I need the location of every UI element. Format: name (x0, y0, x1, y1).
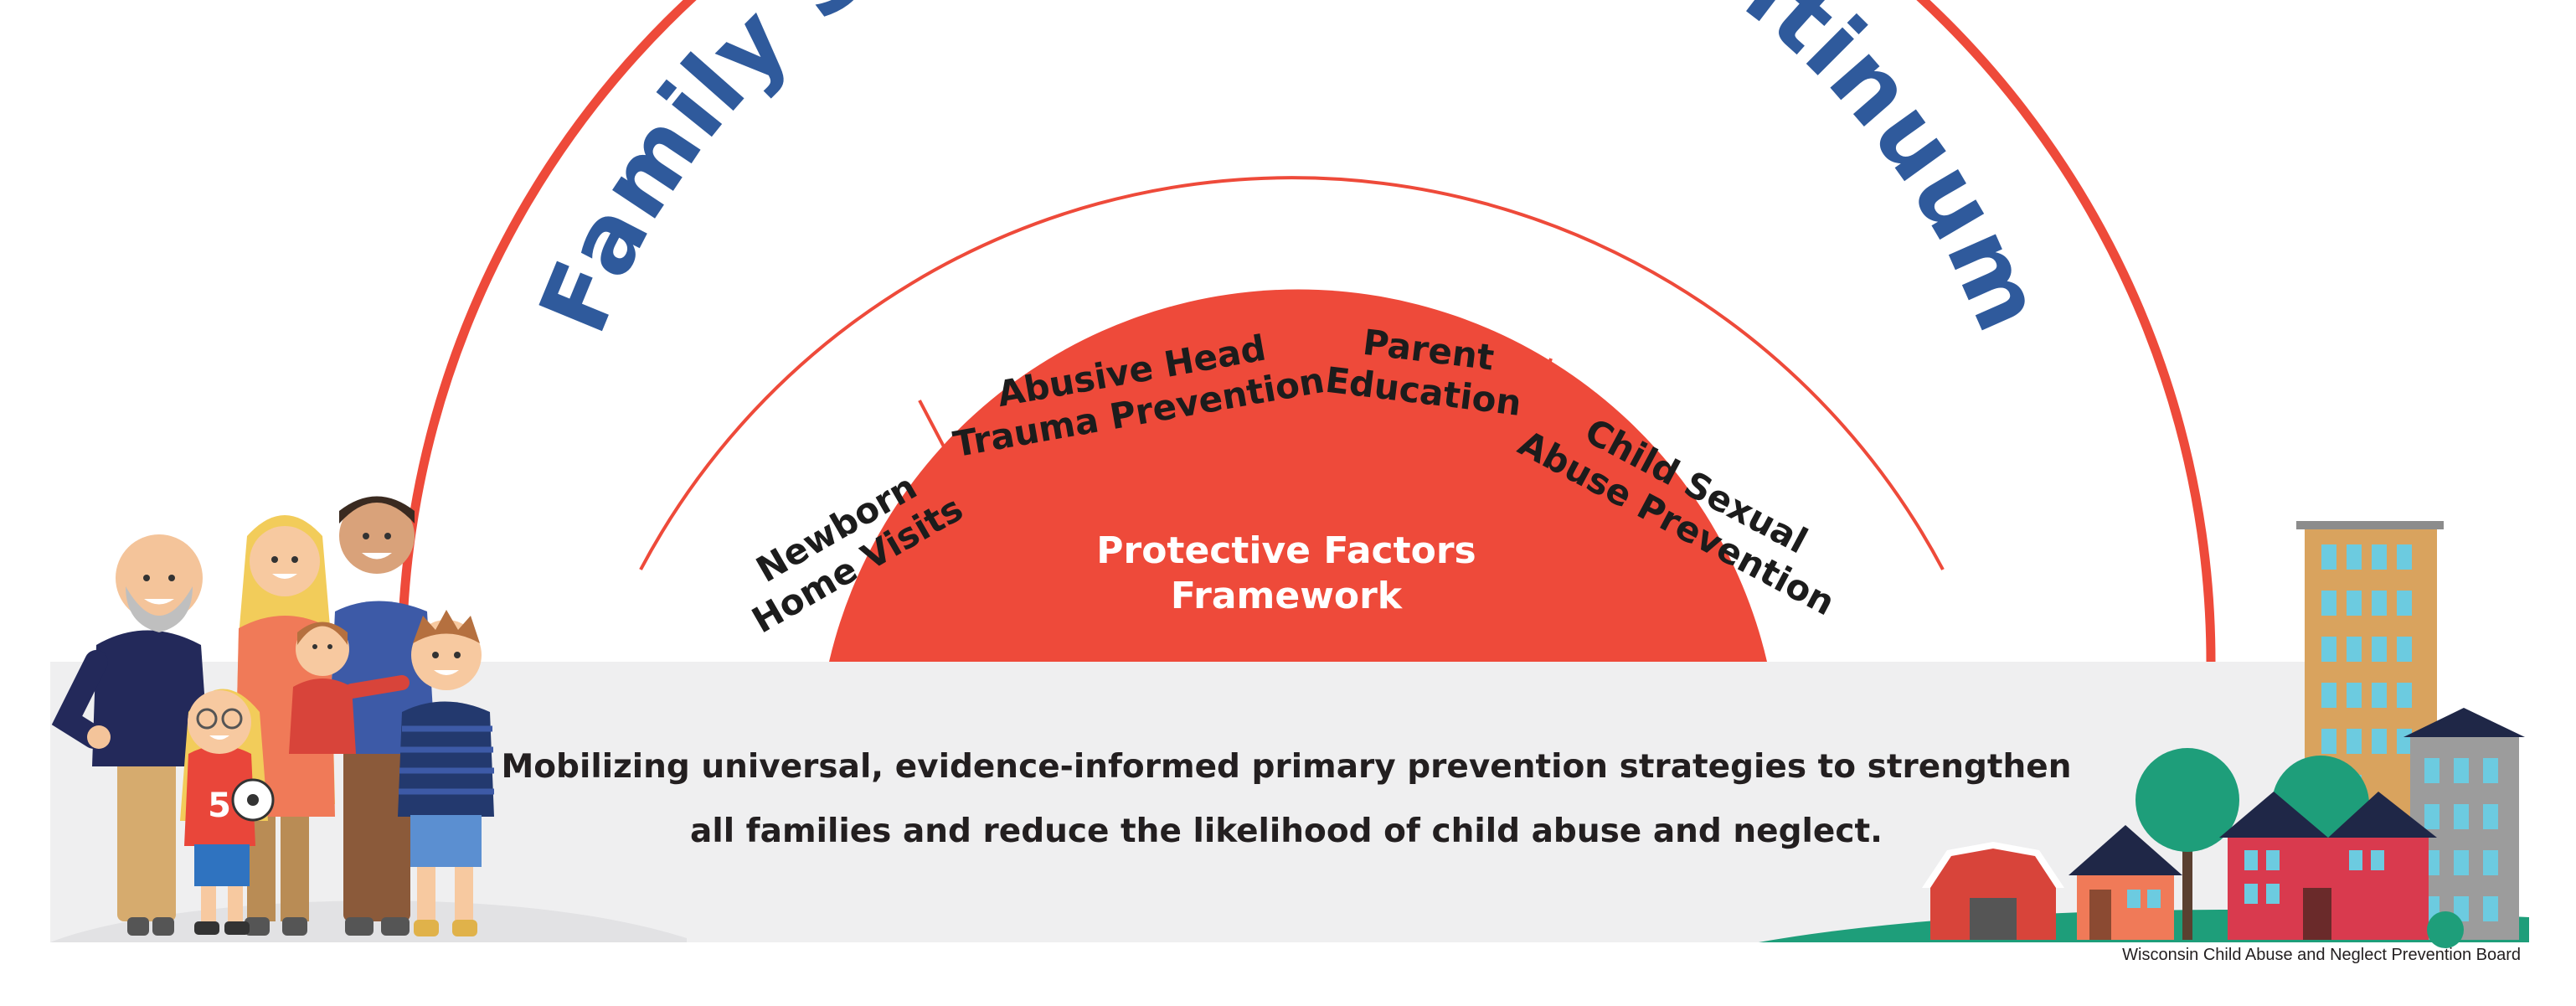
credit-text: Wisconsin Child Abuse and Neglect Preven… (2122, 946, 2521, 964)
outer-arc (397, 0, 2216, 663)
tagline-line1: Mobilizing universal, evidence-informed … (501, 748, 2071, 786)
town-illustration (1759, 521, 2529, 948)
tagline-line2: all families and reduce the likelihood o… (690, 813, 1883, 850)
orange-house (2069, 825, 2182, 940)
jersey-number: 5 (208, 787, 231, 825)
grandfather-figure (51, 534, 209, 936)
center-label-line1: Protective Factors (1096, 529, 1476, 572)
inner-arc (639, 176, 1945, 570)
red-townhouse (2219, 792, 2437, 940)
girl-figure: 5 (180, 689, 275, 935)
bush (2427, 911, 2464, 948)
family-illustration: 5 (51, 496, 494, 936)
toddler-figure (289, 622, 410, 754)
red-barn (1922, 842, 2064, 940)
boy-figure (398, 610, 494, 936)
protective-factors-dome (829, 289, 1767, 662)
center-label-line2: Framework (1171, 575, 1404, 617)
father-figure (328, 496, 435, 936)
grey-band (50, 662, 2311, 942)
